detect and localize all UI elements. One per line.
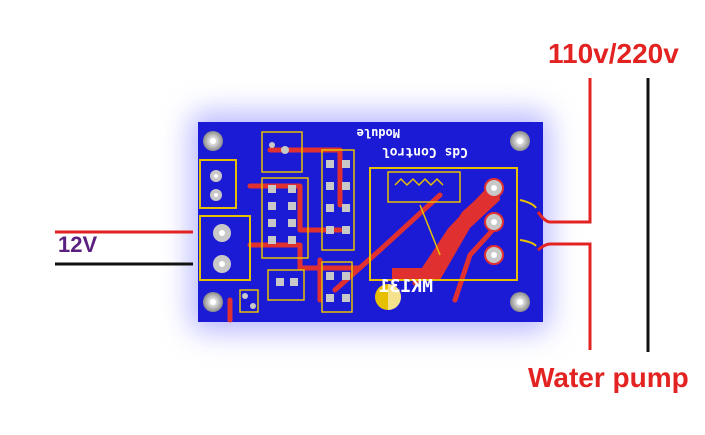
mains-voltage-label: 110v/220v (548, 38, 679, 69)
relay-terminal (484, 245, 504, 265)
mounting-hole (510, 292, 530, 312)
relay-switch-symbol (419, 204, 441, 256)
supply-voltage-label: 12V (58, 232, 98, 257)
board-model-text: MK131 (379, 276, 433, 297)
mounting-hole (203, 131, 223, 151)
mounting-hole (203, 292, 223, 312)
relay-to-mains-wire (536, 78, 592, 224)
relay-outline (369, 167, 518, 281)
ic-footprint (239, 131, 355, 313)
board-subtitle-text: Module (357, 126, 400, 140)
solder-pads (242, 142, 350, 309)
board-title-text: Cds Control (382, 144, 468, 159)
mounting-hole (510, 131, 530, 151)
relay-contact-link (519, 199, 537, 247)
power-terminal-outline (199, 215, 251, 281)
relay-terminal (484, 212, 504, 232)
power-terminal-pin (213, 255, 231, 273)
relay-terminal (484, 178, 504, 198)
power-terminal-pin (213, 224, 231, 242)
sensor-connector-pin (210, 170, 222, 182)
relay-coil-outline (387, 171, 461, 203)
relay-coil-symbol (394, 177, 444, 187)
water-pump-label: Water pump (528, 362, 689, 393)
sensor-connector-outline (199, 159, 237, 209)
sensor-connector-pin (210, 189, 222, 201)
relay-trace-pad (392, 180, 500, 280)
relay-module-board: Cds Control Module MK131 (198, 122, 543, 323)
relay-to-pump-wire (537, 242, 592, 350)
capacitor (375, 284, 401, 310)
